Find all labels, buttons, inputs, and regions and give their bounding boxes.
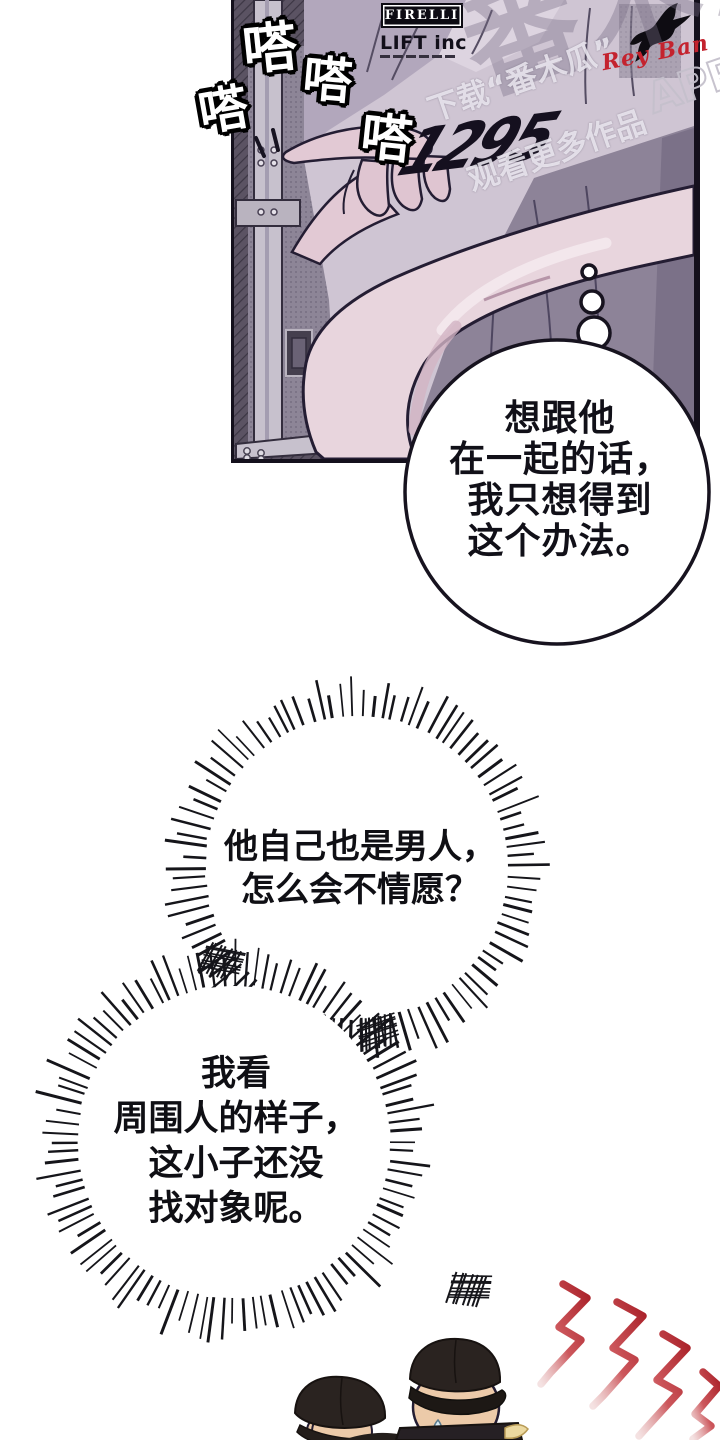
shirt-brand-line: LIFT inc — [380, 34, 467, 58]
thought-bubble-2-text: 我看 周围人的样子， 这小子还没 找对象呢。 — [113, 1054, 359, 1229]
blonde-hair-wisp — [504, 1424, 529, 1440]
puma-logo-icon — [630, 3, 691, 62]
comic-panel: FIRELLI LIFT inc 1295 — [231, 0, 700, 463]
thought-bubble-2 — [35, 938, 435, 1343]
center-cap-figure — [394, 1337, 529, 1440]
tap-motion-ticks — [254, 128, 280, 158]
thought-bubble-1-text: 他自己也是男人， 怎么会不情愿？ — [224, 827, 496, 910]
anger-marks — [537, 1280, 720, 1440]
speech-bubble-text: 想跟他 在一起的话， 我只想得到 这个办法。 — [448, 398, 671, 562]
panel-art — [234, 0, 694, 459]
speech-bubble — [403, 263, 711, 646]
left-cap-figure — [293, 1375, 412, 1440]
shirt-brand-box: FIRELLI — [381, 3, 463, 28]
capped-characters — [293, 1337, 529, 1440]
